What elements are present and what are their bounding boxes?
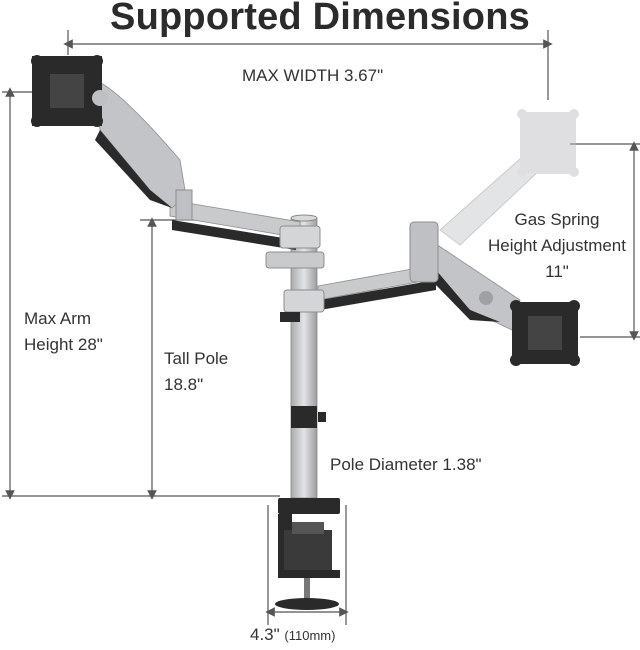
base-width-label: 4.3" (110mm)	[250, 625, 336, 644]
dimension-lines	[2, 30, 640, 625]
right-arm-ghost	[439, 109, 579, 246]
tall-pole-label: Tall Pole 18.8"	[164, 349, 229, 394]
right-arm	[280, 221, 521, 331]
page-title: Supported Dimensions	[110, 0, 530, 38]
left-arm	[94, 79, 325, 269]
left-vesa-plate	[31, 55, 108, 127]
desk-clamp	[275, 498, 340, 610]
gas-spring-label: Gas Spring Height Adjustment 11"	[488, 210, 626, 281]
max-width-label: MAX WIDTH 3.67"	[242, 66, 384, 85]
max-arm-height-label: Max Arm Height 28"	[24, 309, 103, 354]
right-vesa-plate	[510, 300, 580, 366]
pole-diameter-label: Pole Diameter 1.38"	[330, 455, 482, 474]
